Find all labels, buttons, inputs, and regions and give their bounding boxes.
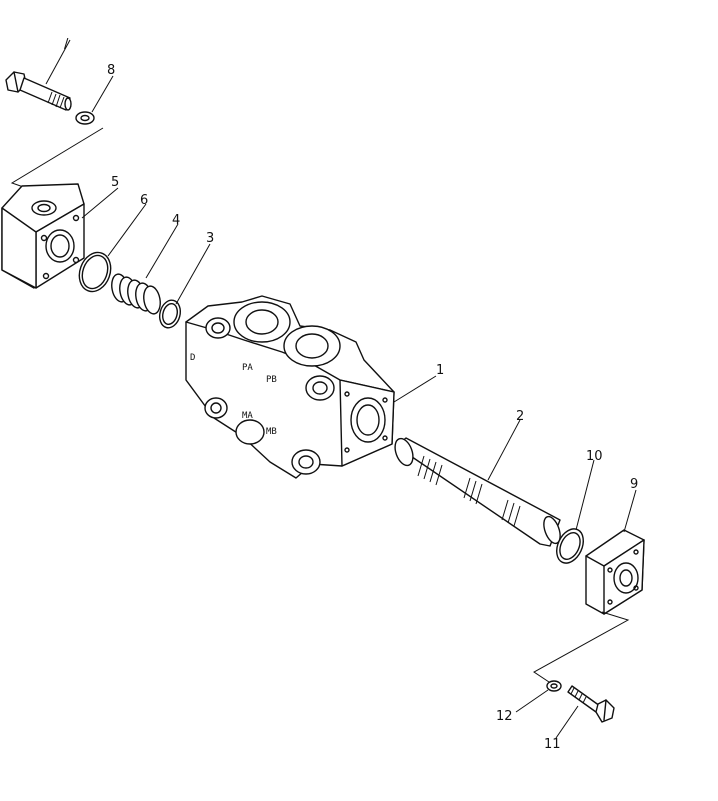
port-label-d: D [190,353,195,363]
assembly-line-top [10,127,104,191]
callout-part-4: 4 [172,213,180,228]
callout-part-3: 3 [206,231,214,246]
callout-part-12: 12 [496,709,513,724]
port-label-pb: PB [266,375,277,385]
callout-part-6: 6 [140,193,148,208]
leader-lines [45,39,637,739]
end-cap [585,529,645,615]
bolt-top [5,71,72,111]
end-cover-block [1,183,85,289]
spring [111,273,161,315]
port-label-mb: MB [266,427,277,437]
callout-part-2: 2 [516,409,524,424]
callout-part-9: 9 [630,477,638,492]
bolt-bottom [567,685,615,723]
port-label-ma: MA [242,411,253,421]
callout-part-11: 11 [544,737,561,752]
valve-body: D PA PB MA MB [185,295,395,479]
spool [394,437,561,547]
o-ring-cap [556,528,584,564]
assembly-line-bottom [533,611,630,685]
callout-part-7: / [64,37,69,52]
callout-part-5: 5 [111,175,119,190]
callout-part-10: 10 [586,449,603,464]
o-ring-large [78,251,112,293]
port-label-pa: PA [242,363,253,373]
washer-top [75,111,95,125]
o-ring-small [158,299,182,329]
washer-bottom [546,680,562,692]
callout-part-1: 1 [436,363,444,378]
callout-part-8: 8 [107,63,115,78]
